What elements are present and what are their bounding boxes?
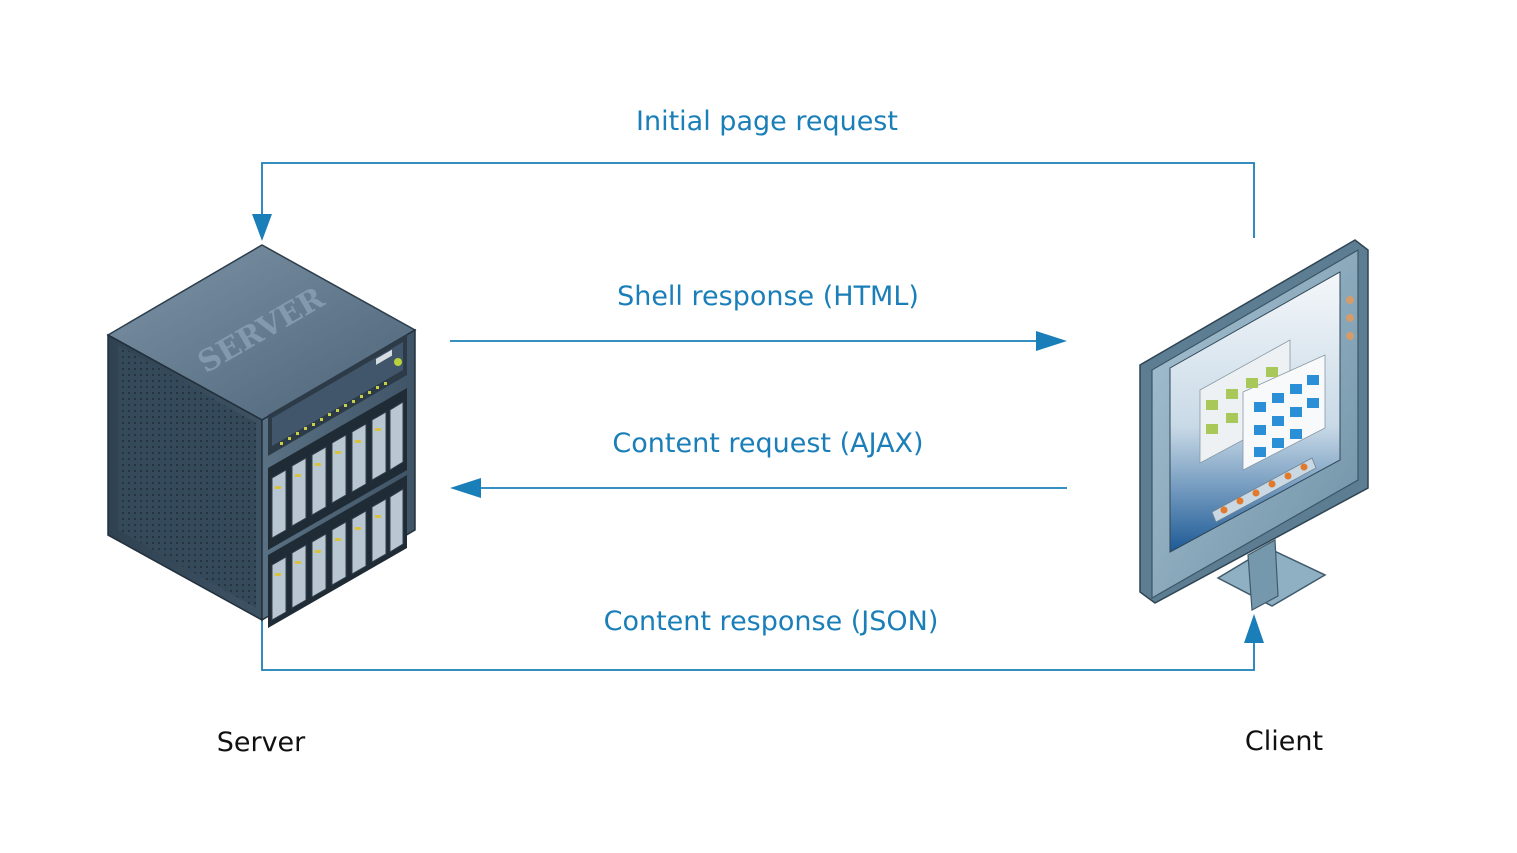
content-request-label: Content request (AJAX)	[612, 428, 923, 459]
initial-page-request-label: Initial page request	[636, 106, 898, 137]
content-request-arrow	[450, 478, 1067, 498]
server-rack-icon	[106, 244, 417, 628]
desktop-monitor-icon	[1139, 239, 1369, 611]
server-label: Server	[217, 727, 306, 758]
client-label: Client	[1245, 726, 1323, 757]
content-response-label: Content response (JSON)	[604, 606, 939, 637]
shell-response-arrow	[450, 331, 1067, 351]
shell-response-label: Shell response (HTML)	[617, 281, 919, 312]
initial-page-request-arrow	[252, 162, 1255, 241]
content-response-arrow	[261, 614, 1264, 671]
